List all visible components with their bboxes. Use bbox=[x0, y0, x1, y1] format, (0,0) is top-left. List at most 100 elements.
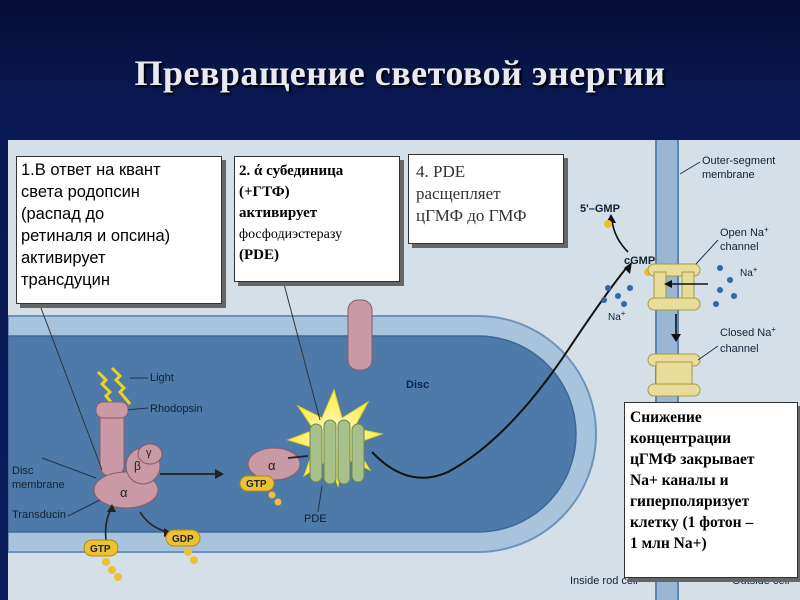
na-dot-r2 bbox=[727, 277, 733, 283]
conclusion-line-2: концентрации bbox=[630, 430, 732, 447]
step1-line-2: света родопсин bbox=[21, 183, 140, 201]
gtp-capsule-middle bbox=[239, 475, 275, 492]
transducin-label: Transducin bbox=[12, 509, 66, 521]
conclusion-line-1: Снижение bbox=[630, 409, 702, 426]
pde-pointer bbox=[317, 485, 323, 513]
outer-membrane-label-line1: Outer-segment bbox=[702, 155, 775, 167]
disc-membrane-pointer bbox=[41, 457, 97, 479]
gtp-tail-2 bbox=[108, 566, 116, 574]
step1-line-5: активирует bbox=[21, 249, 106, 267]
rhodopsin-label: Rhodopsin bbox=[150, 403, 203, 415]
conclusion-line-7: 1 млн Na+) bbox=[630, 535, 707, 552]
conclusion-line-4: Na+ каналы и bbox=[630, 472, 729, 489]
step2-callout: 2. ά субединица (+ГТФ) активирует фосфод… bbox=[234, 156, 400, 282]
outer-membrane-label-line2: membrane bbox=[702, 169, 755, 181]
step4-callout: 4. PDE расщепляет цГМФ до ГМФ bbox=[408, 154, 564, 244]
na-dot-2 bbox=[615, 293, 621, 299]
open-channel-bottom bbox=[647, 297, 701, 311]
conclusion-line-3: цГМФ закрывает bbox=[630, 451, 755, 468]
step1-callout: 1.В ответ на квант света родопсин (распа… bbox=[16, 156, 222, 304]
alpha-to-pde-arrow bbox=[287, 455, 309, 459]
transducin-gamma bbox=[137, 443, 163, 465]
alpha-gtp-subunit bbox=[247, 447, 301, 481]
step1-line-1: 1.В ответ на квант bbox=[21, 161, 161, 179]
na-dot-1 bbox=[605, 285, 611, 291]
gmp-dot bbox=[604, 220, 612, 228]
closed-channel-bottom bbox=[647, 383, 701, 397]
open-channel-pointer bbox=[695, 239, 719, 265]
light-arrow-left bbox=[96, 370, 118, 409]
na-dot-r1 bbox=[717, 265, 723, 271]
gtp-mid-tail-1 bbox=[268, 491, 276, 499]
step2-line-4: фосфодиэстеразу bbox=[239, 227, 343, 242]
pde-subunit-far bbox=[351, 423, 365, 483]
pde-subunit-right bbox=[337, 419, 351, 485]
na-dot-r4 bbox=[731, 293, 737, 299]
conclusion-line-5: гиперполяризует bbox=[630, 493, 750, 510]
disc-membrane-label-line1: Disc bbox=[12, 465, 34, 477]
transducin-to-alpha-arrowhead bbox=[215, 469, 224, 479]
open-channel-label-line1: Open Na+ bbox=[720, 225, 769, 239]
light-arrow-right bbox=[110, 366, 132, 405]
gtp-label-bottom: GTP bbox=[90, 544, 111, 555]
gdp-capsule bbox=[165, 529, 201, 547]
step2-line-3: активирует bbox=[239, 205, 318, 221]
step2-line-2: (+ГТФ) bbox=[239, 184, 290, 200]
na-dot-4 bbox=[627, 285, 633, 291]
phototransduction-figure: Disc Disc membrane Light Rhodopsin α β γ… bbox=[8, 140, 800, 600]
na-label-left: Na+ bbox=[608, 309, 626, 323]
pde-subunit-mid bbox=[323, 419, 337, 485]
open-to-closed-arrowhead bbox=[671, 334, 681, 342]
inside-rod-label: Inside rod cell bbox=[570, 575, 638, 587]
step2-line-5: (PDE) bbox=[239, 247, 279, 263]
gtp-arrowhead bbox=[107, 504, 116, 512]
transducin-alpha-label: α bbox=[120, 485, 128, 500]
na-flow-arrowhead bbox=[664, 280, 672, 288]
gtp-label-middle: GTP bbox=[246, 479, 267, 490]
na-label-right: Na+ bbox=[740, 265, 758, 279]
gtp-tail-3 bbox=[114, 573, 122, 581]
transducin-beta-label: β bbox=[134, 459, 141, 473]
na-dot-3 bbox=[601, 297, 607, 303]
na-dot-5 bbox=[621, 301, 627, 307]
pde-to-cgmp-arrow bbox=[371, 265, 629, 479]
pde-subunit-left bbox=[309, 423, 323, 483]
gtp-mid-tail-2 bbox=[274, 498, 282, 506]
rhodopsin-pointer bbox=[125, 407, 149, 411]
closed-channel-label-line1: Closed Na+ bbox=[720, 325, 776, 339]
pde-to-cgmp-arrowhead bbox=[624, 262, 632, 274]
inactive-protein bbox=[347, 299, 373, 371]
gdp-tail-2 bbox=[190, 556, 198, 564]
disc-inner bbox=[8, 335, 577, 533]
light-label: Light bbox=[150, 372, 174, 384]
slide-title: Превращение световой энергии bbox=[134, 53, 666, 93]
step4-line-1: 4. PDE bbox=[416, 162, 466, 181]
transducin-pointer bbox=[67, 499, 101, 517]
gdp-label: GDP bbox=[172, 534, 194, 545]
gdp-tail-1 bbox=[184, 548, 192, 556]
step2-pointer bbox=[283, 283, 321, 421]
alpha-gtp-label: α bbox=[268, 458, 276, 473]
na-dot-r3 bbox=[717, 287, 723, 293]
closed-channel-pointer bbox=[697, 345, 719, 361]
cgmp-label: cGMP bbox=[624, 255, 655, 267]
step1-line-6: трансдуцин bbox=[21, 271, 110, 289]
disc-label: Disc bbox=[406, 379, 429, 391]
conclusion-callout: Снижение концентрации цГМФ закрывает Na+… bbox=[624, 402, 798, 578]
disc-membrane-label-line2: membrane bbox=[12, 479, 65, 491]
five-gmp-label: 5'–GMP bbox=[580, 203, 620, 215]
step1-line-4: ретиналя и опсина) bbox=[21, 227, 171, 245]
step2-line-1: 2. ά субединица bbox=[239, 163, 344, 179]
gtp-capsule-bottom bbox=[83, 539, 119, 557]
rhodopsin-top-cap bbox=[95, 401, 129, 419]
na-dot-r5 bbox=[713, 301, 719, 307]
outer-membrane-pointer bbox=[679, 161, 701, 175]
gtp-tail-1 bbox=[102, 558, 110, 566]
conclusion-line-6: клетку (1 фотон – bbox=[630, 514, 754, 531]
step4-line-3: цГМФ до ГМФ bbox=[416, 206, 527, 225]
step1-pointer bbox=[37, 299, 103, 471]
step4-line-2: расщепляет bbox=[416, 184, 501, 203]
outside-cell-label: Outside cell bbox=[732, 575, 789, 587]
step1-line-3: (распад до bbox=[21, 205, 105, 223]
pde-figure-label: PDE bbox=[304, 513, 327, 525]
